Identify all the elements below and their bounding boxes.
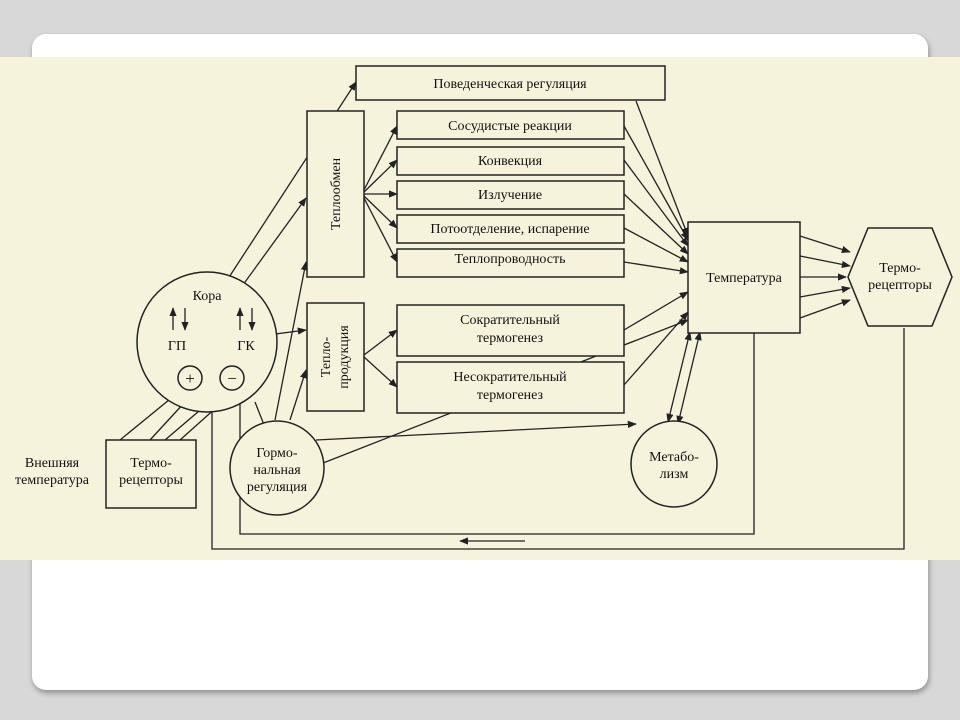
arrow-conductivity-temp [623, 261, 689, 275]
radiation-box [396, 180, 625, 210]
thermoreceptors-left-box [105, 439, 197, 509]
vascular-reactions-label: Сосудистые реакции [448, 119, 572, 134]
gp-label: ГП [168, 339, 186, 354]
sweating-label: Потоотделение, испарение [430, 222, 589, 237]
cortex-label: Кора [193, 289, 223, 304]
metabolism-circle [630, 420, 718, 508]
feedback-loop-thermoreceptors [211, 328, 905, 550]
radiation-label: Излучение [478, 188, 542, 203]
arrow-contractile-temp [623, 291, 689, 331]
minus-node [219, 365, 245, 391]
arrow-fan-6 [363, 329, 398, 356]
arrow-fan-5 [363, 197, 398, 263]
arrow-noncontractile-temp [623, 311, 689, 386]
heat-production-box [306, 302, 365, 412]
noncontractile-label-line2: термогенез [477, 388, 544, 403]
arrow-behavioral-temp [635, 100, 689, 237]
hormonal-label-line2: нальная [253, 463, 301, 478]
temperature-box [687, 221, 801, 334]
noncontractile-label-line1: Несократительный [453, 370, 567, 385]
plus-label: + [185, 369, 195, 388]
arrow-sweating-temp [623, 227, 689, 263]
vascular-reactions-box [396, 110, 625, 140]
hormonal-label-line3: регуляция [247, 480, 308, 495]
contractile-label-line2: термогенез [477, 331, 544, 346]
arrow-temp-recept-4 [799, 285, 851, 298]
arrow-fan-2 [363, 159, 398, 193]
external-temperature-line2: температура [15, 473, 90, 488]
heat-exchange-box [306, 110, 365, 278]
thermoreceptors-right-line2: рецепторы [868, 278, 932, 293]
sweating-box [396, 214, 625, 244]
behavioral-regulation-label: Поведенческая регуляция [433, 77, 587, 92]
gp-gk-arrows [169, 307, 256, 331]
thermoreceptors-left-line2: рецепторы [119, 473, 183, 488]
arrow-temp-recept-5 [799, 299, 851, 319]
convection-box [396, 146, 625, 176]
arrow-metabolism-temp-1 [666, 331, 692, 423]
heat-exchange-label: Теплообмен [329, 157, 344, 230]
convection-label: Конвекция [478, 154, 543, 169]
arrow-fan-4 [363, 195, 398, 229]
behavioral-regulation-box [355, 65, 666, 101]
arrow-vascular-temp [623, 125, 689, 241]
thermoreceptors-right-hexagon [847, 227, 953, 327]
arrow-hormonal-exchange [274, 261, 308, 421]
hormonal-regulation-circle [229, 420, 325, 516]
arrow-convection-temp [623, 159, 689, 247]
conductivity-box [396, 248, 625, 278]
arrow-temp-recept-2 [799, 255, 851, 268]
arrow-fan-1 [363, 125, 398, 191]
conductivity-label: Теплопроводность [455, 252, 566, 267]
hormonal-label-line1: Гормо- [256, 446, 298, 461]
heat-production-label-line1: Тепло- [319, 336, 334, 377]
thermoreceptors-left-line1: Термо- [130, 456, 172, 471]
plus-node [177, 365, 203, 391]
gk-label: ГК [237, 339, 255, 354]
contractile-label-line1: Сократительный [460, 313, 560, 328]
external-temperature-line1: Внешняя [25, 456, 80, 471]
noncontractile-thermogenesis-box [396, 361, 625, 414]
arrow-hormonal-production [289, 369, 307, 421]
contractile-thermogenesis-box [396, 304, 625, 357]
metabolism-label-line2: лизм [660, 467, 689, 482]
arrow-radiation-temp [623, 193, 689, 255]
arrow-temp-recept-1 [799, 235, 851, 253]
arrow-metabolism-temp-2 [676, 331, 702, 425]
arrow-fan-7 [363, 356, 398, 388]
metabolism-label-line1: Метабо- [649, 450, 699, 465]
minus-label: − [227, 369, 237, 388]
arrow-hormonal-metabolism [315, 420, 637, 441]
thermoreceptors-right-line1: Термо- [879, 261, 921, 276]
temperature-label: Температура [706, 271, 783, 286]
heat-production-label-line2: продукция [337, 325, 352, 389]
